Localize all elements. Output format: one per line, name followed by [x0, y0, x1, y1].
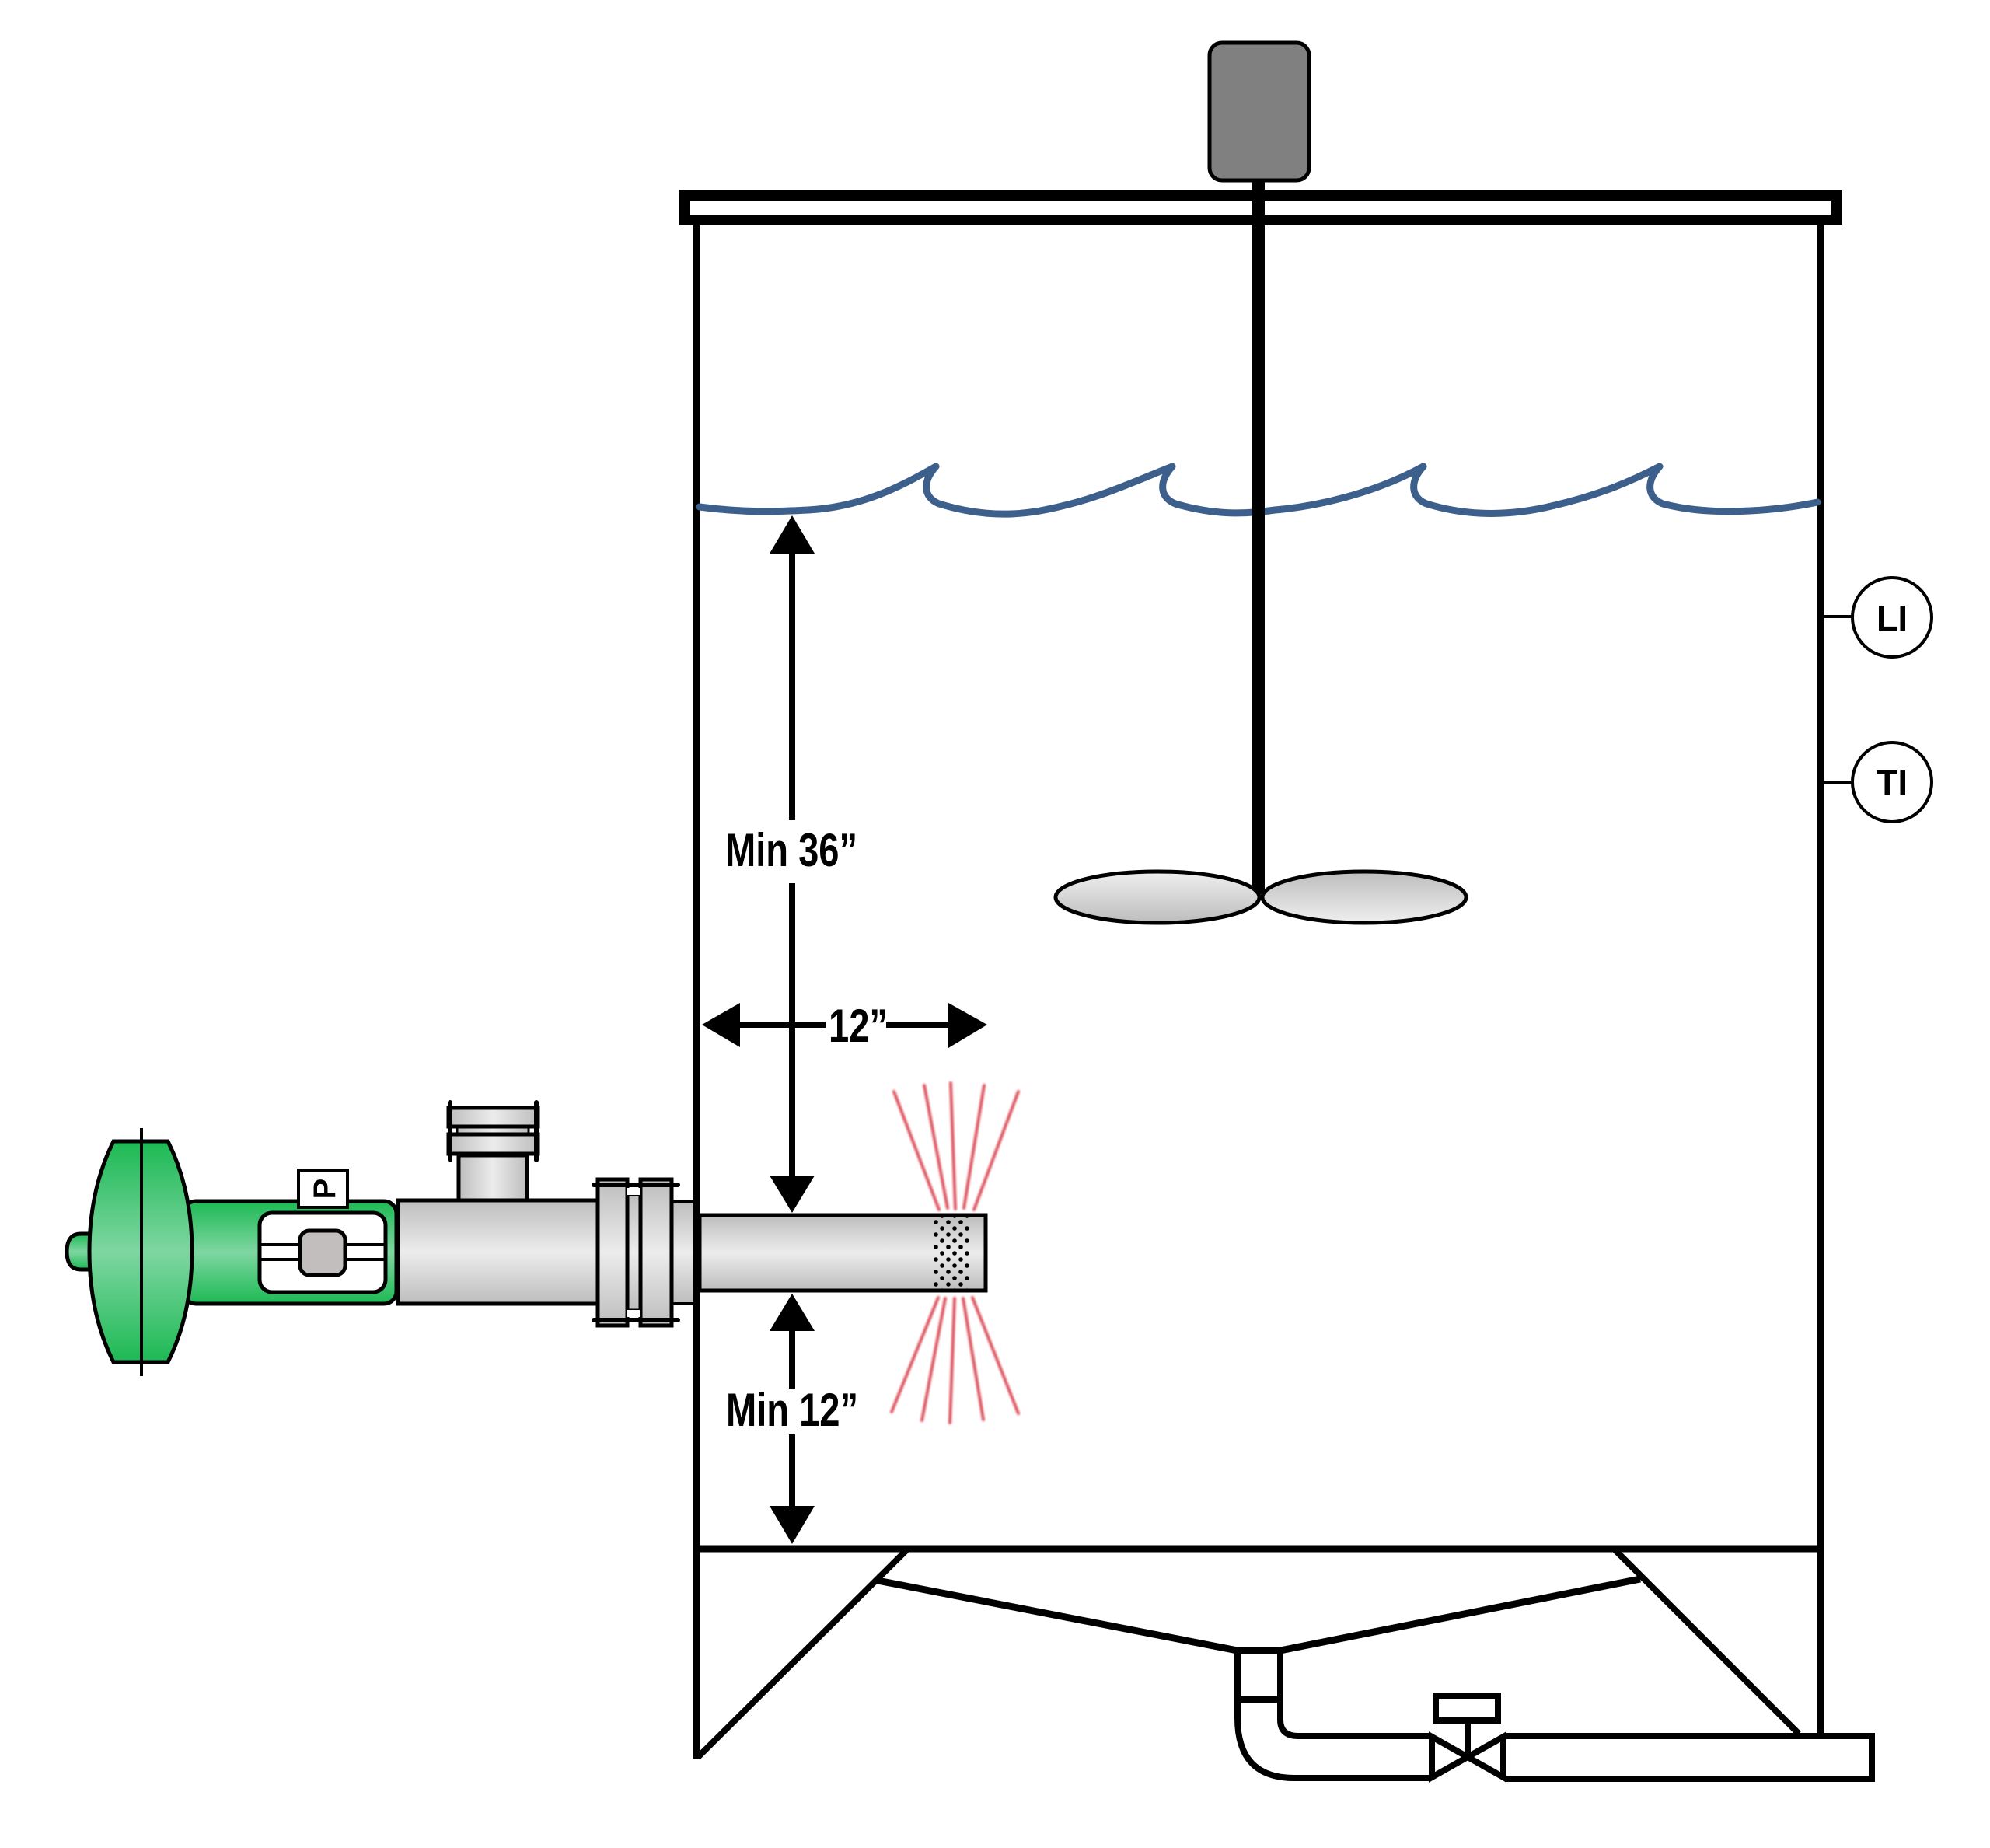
inlet-flange-lower — [446, 1132, 540, 1156]
flange-2 — [638, 1177, 674, 1328]
jet-top-3 — [949, 1081, 957, 1210]
nozzle-holes — [934, 1217, 971, 1289]
arrowhead-down-to-floor — [770, 1506, 815, 1544]
impeller-blade-right — [1260, 869, 1468, 925]
li-tag: LI — [1877, 598, 1908, 638]
jet-top-1 — [892, 1090, 941, 1211]
ti-bubble — [1851, 741, 1933, 823]
wall-spool — [669, 1200, 696, 1305]
li-bubble — [1851, 576, 1933, 659]
jet-top-2 — [923, 1084, 949, 1210]
ti-tag: TI — [1877, 763, 1908, 803]
inlet-flange-upper — [446, 1106, 540, 1129]
flange-gap-top — [627, 1188, 640, 1195]
jet-bottom-3 — [948, 1297, 956, 1424]
pump-label: P — [308, 1179, 342, 1200]
actuator-slider — [298, 1228, 347, 1277]
cone-bottom — [877, 1575, 1641, 1654]
instrument-li[interactable]: LI — [1824, 576, 1933, 659]
flange-1 — [595, 1177, 630, 1328]
agitator — [1053, 40, 1468, 925]
valve-actuator — [1433, 1693, 1501, 1724]
jet-bottom-2 — [920, 1297, 947, 1422]
arrowhead-up-to-nozzle — [770, 1294, 815, 1331]
drain-elbow — [1234, 1651, 1430, 1781]
drain-valve[interactable] — [1429, 1693, 1506, 1783]
leg-right-brace — [1613, 1548, 1801, 1736]
dim-label-min-12: Min 12” — [726, 1384, 858, 1436]
jet-bottom-4 — [962, 1297, 985, 1421]
dim-label-min-36: Min 36” — [725, 824, 857, 876]
jet-top-5 — [972, 1090, 1020, 1211]
jet-bottom-1 — [890, 1296, 940, 1413]
body-pipe — [396, 1198, 601, 1306]
agitator-shaft — [1252, 180, 1265, 894]
jet-top-4 — [962, 1084, 986, 1210]
liquid-surface-wave — [696, 463, 1821, 518]
outlet-pipe — [1505, 1733, 1875, 1782]
arrowhead-right — [948, 1003, 987, 1048]
pump-label-tag: P — [297, 1169, 349, 1209]
impeller-blade-left — [1053, 869, 1262, 925]
drain-piping — [1234, 1651, 1875, 1783]
actuator-nose — [65, 1231, 93, 1272]
jet-bottom-5 — [971, 1296, 1020, 1415]
inlet-tee[interactable] — [446, 1100, 540, 1203]
spray-jets — [890, 1081, 1020, 1424]
inlet-stub — [456, 1153, 529, 1203]
dimension-insertion: 12” — [702, 1000, 987, 1052]
valve-body-right — [1461, 1731, 1506, 1783]
pump-label-box — [297, 1169, 349, 1209]
arrowhead-left — [702, 1003, 740, 1047]
valve-body-left — [1429, 1731, 1475, 1783]
flange-pair — [592, 1177, 680, 1328]
dimension-lower: Min 12” — [726, 1294, 858, 1544]
instrument-ti[interactable]: TI — [1824, 741, 1933, 823]
dimension-upper: Min 36” — [725, 515, 857, 1213]
flange-gap-bottom — [627, 1310, 640, 1317]
arrowhead-up — [770, 515, 815, 554]
dim-label-12: 12” — [829, 1000, 888, 1052]
agitator-motor[interactable] — [1207, 40, 1311, 183]
nozzle-assembly[interactable]: P — [65, 1100, 988, 1376]
arrowhead-down-to-nozzle — [770, 1176, 815, 1213]
actuator[interactable]: P — [65, 1128, 399, 1376]
leg-left-brace — [696, 1548, 909, 1759]
